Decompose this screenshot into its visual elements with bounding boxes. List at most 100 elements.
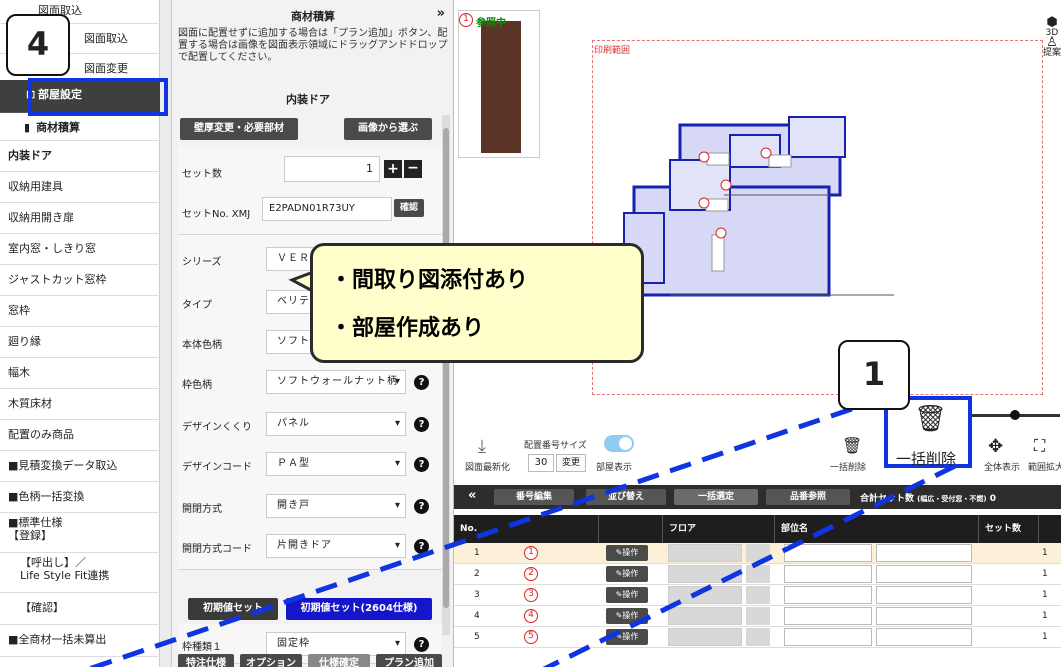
bulk-select-button[interactable]: 一括選定 [674, 489, 758, 505]
download-icon[interactable]: ⤓ [478, 436, 486, 457]
part-input[interactable] [876, 607, 972, 625]
part-select[interactable] [784, 565, 872, 583]
help-icon[interactable]: ? [414, 417, 429, 432]
trash-icon-large[interactable]: 🗑 [914, 404, 948, 434]
bottom-buttons: 特注仕様 オプション 仕様確定 プラン追加 [178, 654, 450, 667]
part-input[interactable] [876, 565, 972, 583]
table-row[interactable]: 4 4 ✎操作 1 [454, 606, 1061, 627]
collapse-icon[interactable]: » [436, 6, 445, 21]
frame-type-select[interactable]: 固定枠▾ [266, 632, 406, 656]
cube-icon[interactable]: ⬢ [1046, 15, 1058, 30]
drawing-viewer[interactable]: 1 参照中 印刷範囲 ⬢ 3D ♙ 提案 [454, 0, 1061, 425]
initial-value-2604-button[interactable]: 初期値セット(2604仕様) [286, 598, 432, 620]
sidebar-item-crown-molding[interactable]: 廻り縁 [0, 327, 160, 358]
sidebar-item-storage-fittings[interactable]: 収納用建具 [0, 172, 160, 203]
sidebar-scroll-strip[interactable] [160, 0, 172, 667]
door-thumbnail[interactable] [458, 10, 540, 158]
table-row[interactable]: 3 3 ✎操作 1 [454, 585, 1061, 606]
plan-add-button[interactable]: プラン追加 [376, 654, 442, 667]
sidebar-item-window-frame[interactable]: 窓枠 [0, 296, 160, 327]
sidebar-item-justcut-frame[interactable]: ジャストカット窓枠 [0, 265, 160, 296]
open-code-select[interactable]: 片開きドア▾ [266, 534, 406, 558]
bulk-delete-small-label[interactable]: 一括削除 [830, 463, 867, 473]
operation-button[interactable]: ✎操作 [606, 608, 648, 624]
part-input[interactable] [876, 628, 972, 646]
select-value: 片開きドア [277, 540, 332, 551]
frame-color-select[interactable]: ソフトウォールナット柄▾ [266, 370, 406, 394]
spec-confirm-button[interactable]: 仕様確定 [308, 654, 370, 667]
wall-thickness-button[interactable]: 壁厚変更・必要部材 [180, 118, 298, 140]
plus-icon[interactable]: + [384, 160, 402, 178]
bulk-delete-big-label[interactable]: 一括削除 [896, 450, 957, 468]
floor-select-2[interactable] [746, 586, 770, 604]
minus-icon[interactable]: − [404, 160, 422, 178]
floor-select-2[interactable] [746, 628, 770, 646]
help-icon[interactable]: ? [414, 637, 429, 652]
number-size-input[interactable]: 30 [528, 454, 554, 472]
part-input[interactable] [876, 544, 972, 562]
operation-button[interactable]: ✎操作 [606, 545, 648, 561]
sidebar-item-wood-flooring[interactable]: 木質床材 [0, 389, 160, 420]
panel-scrollbar-thumb[interactable] [443, 128, 449, 608]
full-view-label[interactable]: 全体表示 [984, 463, 1021, 473]
sidebar-item-interior-door[interactable]: 内装ドア [0, 141, 160, 172]
size-change-button[interactable]: 変更 [556, 454, 586, 472]
part-select[interactable] [784, 586, 872, 604]
part-select[interactable] [784, 607, 872, 625]
frame-color-row: 枠色柄 ソフトウォールナット柄▾ ? [178, 358, 442, 406]
sidebar-item-color-convert[interactable]: ■色柄一括変換 [0, 482, 160, 513]
option-button[interactable]: オプション [240, 654, 302, 667]
part-input[interactable] [876, 586, 972, 604]
confirm-button[interactable]: 確認 [394, 199, 424, 217]
room-display-toggle[interactable] [604, 435, 634, 452]
help-icon[interactable]: ? [414, 539, 429, 554]
set-count-input[interactable]: 1 [284, 156, 380, 182]
special-spec-button[interactable]: 特注仕様 [178, 654, 234, 667]
sidebar-item-confirm[interactable]: 【確認】 [0, 593, 160, 625]
choose-image-button[interactable]: 画像から選ぶ [344, 118, 432, 140]
floor-select[interactable] [668, 607, 742, 625]
set-number-row: セットNo. XMJ E2PADN01R73UY 確認 [178, 187, 442, 235]
operation-button[interactable]: ✎操作 [606, 587, 648, 603]
sidebar-item-storage-door[interactable]: 収納用開き扉 [0, 203, 160, 234]
zoom-label[interactable]: 範囲拡大 [1028, 463, 1061, 473]
sidebar-section-product-estimate[interactable]: ▮商材積算 [0, 113, 160, 141]
slider-knob[interactable] [1010, 410, 1020, 420]
design-group-select[interactable]: パネル▾ [266, 412, 406, 436]
field-label: シリーズ [182, 257, 222, 268]
help-icon[interactable]: ? [414, 499, 429, 514]
sidebar-item-baseboard[interactable]: 幅木 [0, 358, 160, 389]
sidebar-item-not-calculated[interactable]: ■全商材一括未算出 [0, 625, 160, 657]
trash-icon-small[interactable]: 🗑 [842, 436, 863, 455]
floor-select-2[interactable] [746, 607, 770, 625]
help-icon[interactable]: ? [414, 457, 429, 472]
refresh-drawing-label[interactable]: 図面最新化 [465, 463, 511, 473]
floor-select[interactable] [668, 586, 742, 604]
open-method-select[interactable]: 開き戸▾ [266, 494, 406, 518]
sidebar-item-placement-only[interactable]: 配置のみ商品 [0, 420, 160, 451]
sidebar-item-indoor-window[interactable]: 室内窓・しきり窓 [0, 234, 160, 265]
floor-select-2[interactable] [746, 544, 770, 562]
sidebar-item-estimate-import[interactable]: ■見積変換データ取込 [0, 451, 160, 482]
help-icon[interactable]: ? [414, 375, 429, 390]
number-edit-button[interactable]: 番号編集 [494, 489, 574, 505]
operation-button[interactable]: ✎操作 [606, 566, 648, 582]
product-ref-button[interactable]: 品番参照 [766, 489, 850, 505]
sidebar-item-drawing-import[interactable]: 図面取込 [0, 0, 160, 24]
expand-icon[interactable]: ⛶ [1034, 436, 1046, 455]
design-code-select[interactable]: ＰＡ型▾ [266, 452, 406, 476]
floor-select[interactable] [668, 544, 742, 562]
table-row[interactable]: 1 1 ✎操作 1 [454, 543, 1061, 564]
table-row[interactable]: 5 5 ✎操作 1 [454, 627, 1061, 648]
floor-select-2[interactable] [746, 565, 770, 583]
person-icon[interactable]: ♙ [1046, 35, 1058, 50]
floor-plan[interactable] [614, 95, 914, 335]
sidebar-item-import[interactable]: 図面取込 [0, 24, 160, 54]
part-select[interactable] [784, 628, 872, 646]
move-icon[interactable]: ✥ [988, 436, 1004, 457]
sidebar-item-standard-spec[interactable]: ■標準仕様 【登録】 [0, 513, 160, 553]
floor-select[interactable] [668, 628, 742, 646]
back-icon[interactable]: « [468, 488, 477, 503]
set-number-input[interactable]: E2PADN01R73UY [262, 197, 392, 221]
sidebar-item-life-style-fit[interactable]: 【呼出し】／ Life Style Fit連携 [0, 553, 160, 593]
